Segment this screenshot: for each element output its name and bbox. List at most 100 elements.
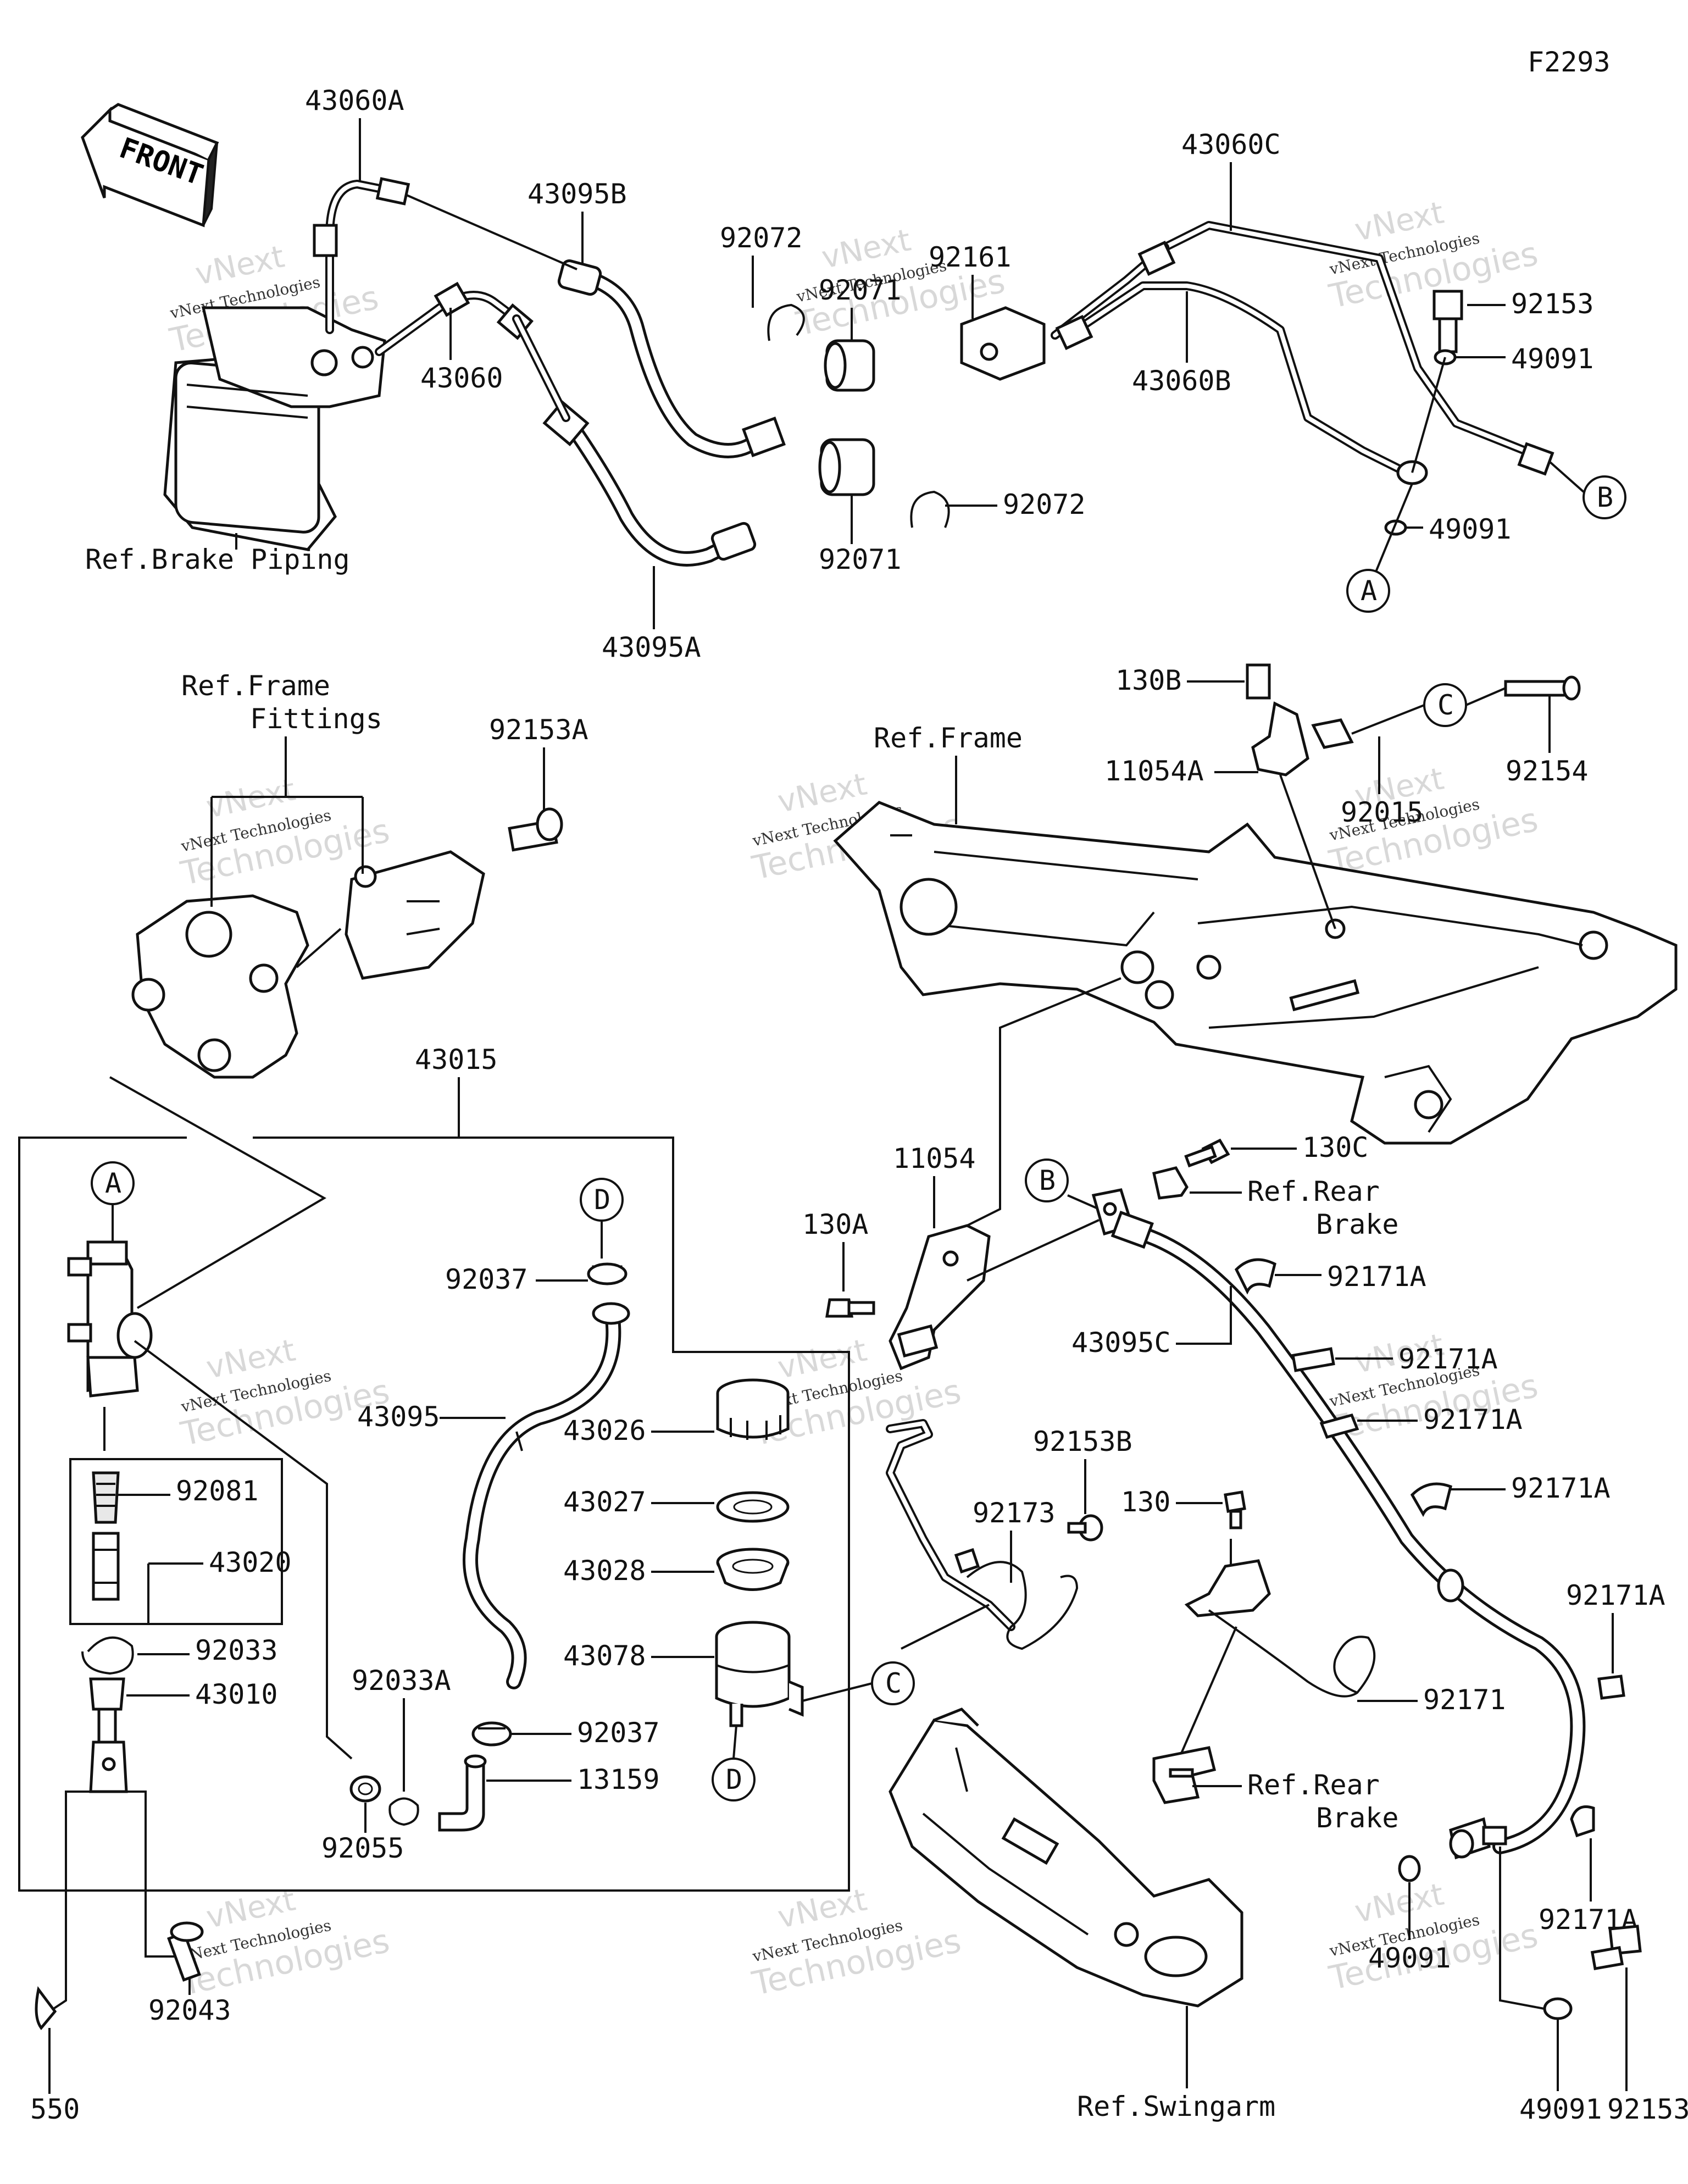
callout-letter: C [1437, 689, 1454, 721]
callout-letter: C [885, 1667, 902, 1699]
label-43060B: 43060B [1132, 365, 1231, 397]
watermark: vNext vNext Technologies Technologies [177, 1332, 393, 1454]
label-92154: 92154 [1506, 755, 1589, 787]
label-92072: 92072 [720, 222, 803, 254]
label-92037: 92037 [445, 1263, 528, 1295]
callout-letter: D [594, 1184, 610, 1216]
label-ref-brake-piping: Ref.Brake Piping [85, 544, 350, 575]
callout-letter: A [1361, 575, 1377, 607]
label-92161: 92161 [929, 241, 1012, 273]
swingarm [889, 1708, 1243, 2008]
label-92015: 92015 [1341, 796, 1424, 828]
bolt-92153B [1067, 1514, 1103, 1542]
label-11054A: 11054A [1104, 755, 1204, 787]
label-43095C: 43095C [1071, 1327, 1171, 1359]
label-92171A: 92171A [1327, 1261, 1426, 1293]
label-43095B: 43095B [528, 178, 627, 210]
label-92171A: 92171A [1511, 1472, 1611, 1504]
label-49091: 49091 [1429, 513, 1512, 545]
clip-92171A [1319, 1413, 1359, 1439]
front-arrow-icon: FRONT [81, 103, 219, 228]
label-43095: 43095 [357, 1401, 440, 1433]
label-130: 130 [1121, 1486, 1170, 1518]
bolt-92153A [508, 807, 563, 852]
label-92153: 92153 [1511, 288, 1594, 320]
label-49091: 49091 [1368, 1942, 1451, 1974]
switch-bracket [1152, 1746, 1217, 1804]
clip-92171A [1597, 1675, 1625, 1700]
callout-letter: B [1039, 1165, 1056, 1196]
label-ref-rear: Ref.Rear [1247, 1176, 1380, 1207]
label-fittings: Fittings [250, 703, 382, 735]
label-92033A: 92033A [352, 1665, 451, 1697]
reservoir-cap-43026 [716, 1378, 790, 1440]
bolt-130C [1184, 1138, 1230, 1168]
bracket-11054A [1246, 663, 1581, 777]
callout-B [1025, 1158, 1069, 1202]
switch-spring-92171 [1184, 1559, 1376, 1698]
label-ref-frame: Ref.Frame [181, 670, 330, 702]
label-92171A: 92171A [1423, 1404, 1523, 1435]
abs-unit [163, 306, 386, 551]
label-ref-rear: Ref.Rear [1247, 1769, 1380, 1801]
clamp-92037-bottom [471, 1721, 512, 1747]
label-550: 550 [30, 2093, 80, 2125]
bolt-130A [825, 1298, 875, 1318]
label-92153: 92153 [1607, 2093, 1688, 2125]
label-92081: 92081 [176, 1475, 259, 1507]
callout-letter: B [1597, 481, 1613, 513]
label-43010: 43010 [195, 1678, 278, 1710]
clip-92171A [1410, 1482, 1452, 1517]
label-43060: 43060 [420, 362, 503, 394]
label-brake: Brake [1316, 1209, 1399, 1240]
label-92071: 92071 [819, 274, 902, 306]
clamp-92037 [587, 1262, 628, 1285]
label-ref-frame: Ref.Frame [874, 722, 1023, 754]
label-43060C: 43060C [1181, 129, 1281, 160]
label-92173: 92173 [973, 1497, 1056, 1529]
banjo-fitting [1449, 1817, 1507, 1860]
label-92033: 92033 [195, 1634, 278, 1666]
label-43028: 43028 [563, 1555, 646, 1587]
label-43027: 43027 [563, 1486, 646, 1518]
label-130A: 130A [802, 1209, 868, 1240]
bracket-11054 [889, 1224, 991, 1371]
callout-B [1582, 475, 1626, 519]
diaphragm-43028 [716, 1548, 790, 1591]
label-43015: 43015 [415, 1044, 498, 1076]
reservoir-43078 [715, 1621, 804, 1727]
callout-letter: A [105, 1167, 121, 1199]
bolt-92153 [1590, 1925, 1642, 1971]
frame [833, 801, 1678, 1145]
label-130B: 130B [1115, 664, 1181, 696]
watermark: vNext vNext Technologies Technologies [1325, 1876, 1541, 1998]
diagram-code: F2293 [1528, 46, 1611, 78]
label-92171A: 92171A [1566, 1579, 1665, 1611]
clip-92171A [1570, 1805, 1595, 1838]
label-130C: 130C [1302, 1132, 1368, 1163]
label-43060A: 43060A [305, 85, 404, 117]
label-92153B: 92153B [1033, 1426, 1132, 1457]
label-92037: 92037 [577, 1717, 660, 1749]
elbow-13159 [438, 1754, 487, 1832]
bolt-130 [1224, 1490, 1246, 1529]
label-92072: 92072 [1003, 489, 1086, 520]
clip-92171A [1234, 1258, 1276, 1295]
label-13159: 13159 [577, 1764, 660, 1795]
label-92171A: 92171A [1398, 1343, 1498, 1375]
watermark: vNext vNext Technologies Technologies [748, 1882, 964, 2003]
master-cylinder [67, 1240, 153, 1398]
group-bracket-43015 [18, 1137, 850, 1892]
label-49091: 49091 [1519, 2093, 1602, 2125]
label-11054: 11054 [893, 1143, 976, 1174]
label-43020: 43020 [209, 1546, 292, 1578]
brake-rod-92173 [886, 1419, 1079, 1650]
label-43026: 43026 [563, 1415, 646, 1446]
callout-A [1346, 569, 1390, 613]
watermark: vNext vNext Technologies Technologies [1325, 195, 1541, 316]
push-rod-43010 [89, 1677, 128, 1793]
frame-fitting-bracket [131, 850, 485, 1079]
label-ref-swingarm: Ref.Swingarm [1077, 2091, 1275, 2122]
